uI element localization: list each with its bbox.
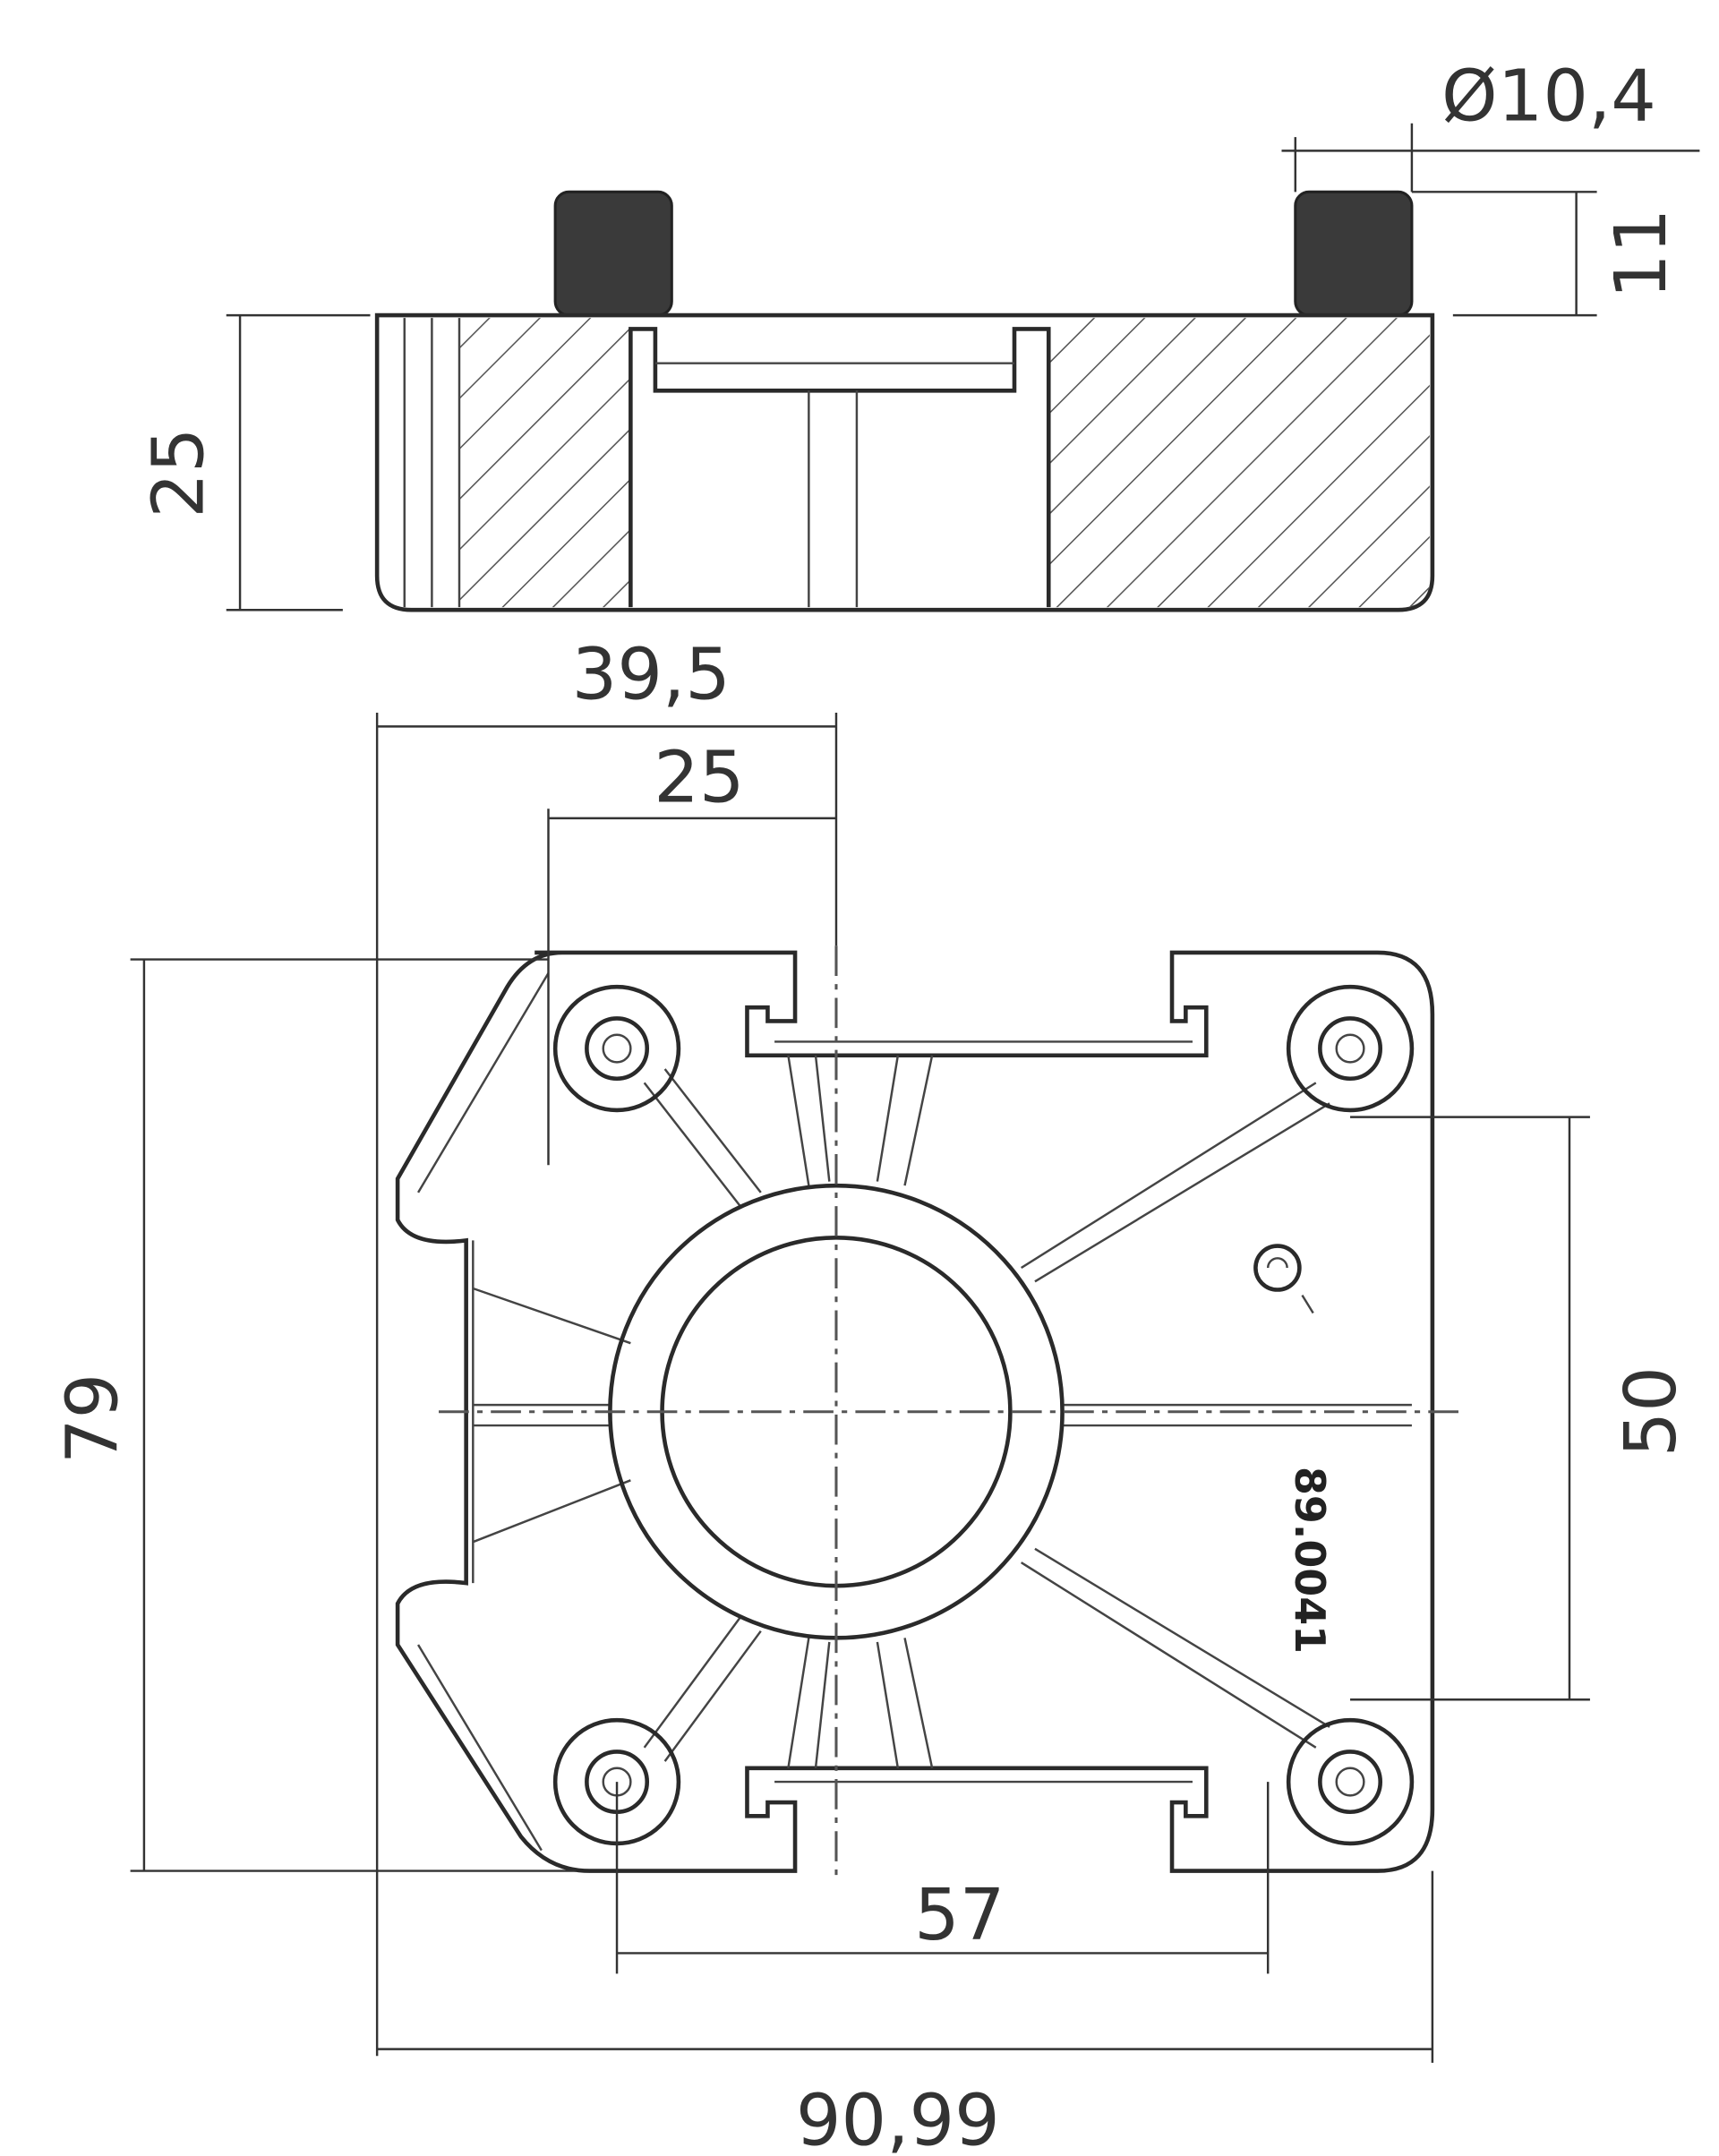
ribs: [472, 1055, 1412, 1769]
dim-pin-height: 11: [1599, 209, 1682, 299]
dim-hole-spacing-vertical: 50: [1609, 1366, 1692, 1457]
center-slot: [629, 327, 1051, 608]
profile-outline: [395, 950, 1435, 1873]
mounting-bosses: [552, 984, 1415, 1846]
dim-hole-spacing-horizontal: 57: [914, 1873, 1005, 1956]
part-number: 89.0041: [1286, 1467, 1334, 1654]
pin-left: [553, 190, 673, 317]
top-view: 25 Ø10,4 11: [137, 55, 1700, 612]
dim-pin-diameter: Ø10,4: [1441, 55, 1656, 138]
dim-height: 79: [50, 1373, 133, 1464]
hatch-right: [1048, 318, 1430, 608]
dim-width: 90,99: [796, 2079, 1000, 2156]
dim-offset-a: 39,5: [572, 633, 731, 716]
bottom-view: 89.0041 39,5 25 79 50 57 90,99: [50, 633, 1692, 2156]
top-body-outline: [374, 312, 1435, 612]
center-bore-outer: [608, 1183, 1065, 1640]
pin-right: [1294, 190, 1414, 317]
dim-offset-b: 25: [654, 736, 744, 819]
recycle-mark-icon: [1253, 1244, 1314, 1314]
hatch-left: [458, 318, 631, 608]
dim-top-height: 25: [137, 427, 220, 518]
